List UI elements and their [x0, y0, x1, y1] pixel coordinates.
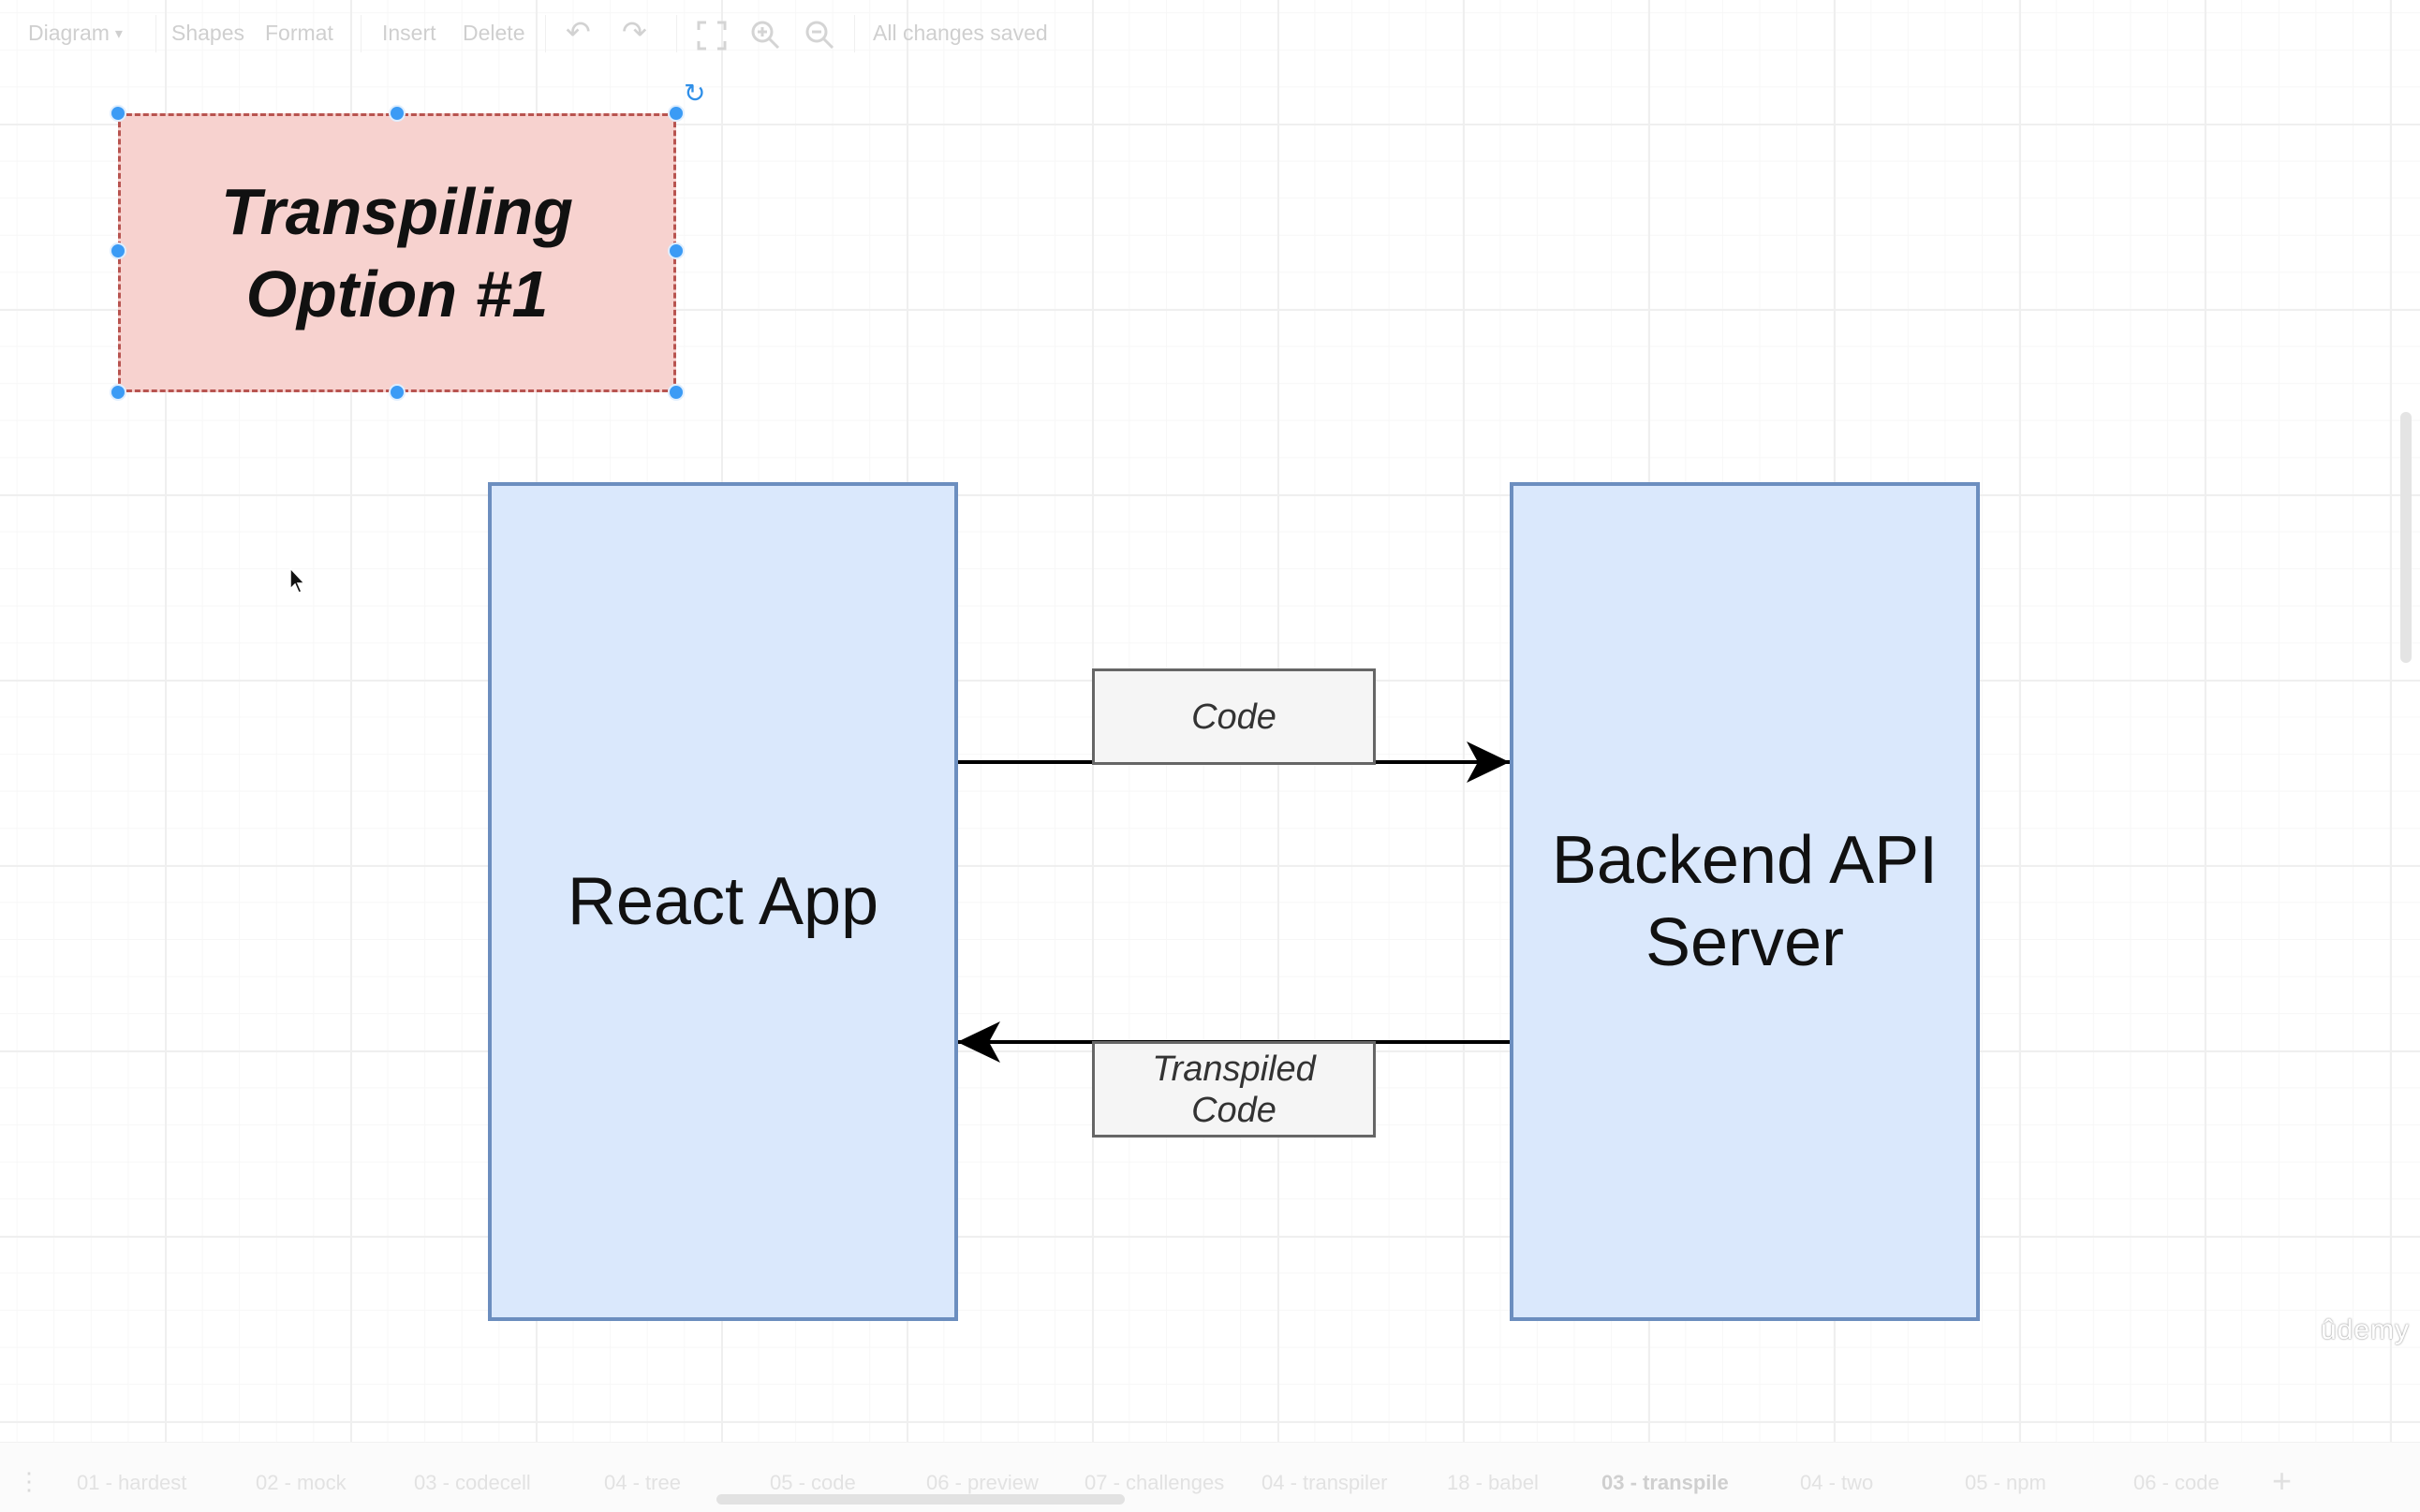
resize-handle-se[interactable] [668, 384, 685, 401]
page-tab[interactable]: 04 - two [1800, 1471, 1874, 1494]
zoom-out-icon[interactable] [804, 19, 835, 55]
udemy-watermark: ûdemy [2321, 1314, 2411, 1345]
react-app-label: React App [567, 864, 879, 939]
chevron-down-icon: ▾ [114, 25, 123, 42]
vertical-scrollbar[interactable] [2400, 412, 2412, 663]
transpiled-label-line-1: Transpiled [1152, 1049, 1316, 1089]
page-tab[interactable]: 05 - npm [1965, 1471, 2046, 1494]
backend-label-line-2: Server [1645, 905, 1845, 980]
toolbar-divider [155, 15, 156, 52]
page-tab[interactable]: 18 - babel [1447, 1471, 1539, 1494]
fullscreen-icon[interactable] [697, 21, 727, 55]
shapes-button[interactable]: Shapes [171, 21, 244, 46]
page-tab[interactable]: 03 - codecell [414, 1471, 531, 1494]
save-status-text: All changes saved [873, 21, 1048, 45]
page-tab[interactable]: 07 - challenges [1085, 1471, 1225, 1494]
toolbar: Diagram ▾ Shapes Format Insert Delete ↶ … [0, 0, 2420, 71]
add-page-icon[interactable]: + [2272, 1461, 2293, 1500]
insert-button[interactable]: Insert [382, 21, 436, 46]
mouse-cursor-icon [288, 566, 307, 599]
title-line-1: Transpiling [221, 175, 573, 248]
toolbar-divider [676, 15, 677, 52]
page-tab[interactable]: 04 - tree [604, 1471, 681, 1494]
resize-handle-w[interactable] [110, 242, 126, 259]
delete-button-label: Delete [463, 21, 525, 45]
transpiled-label-line-2: Code [1191, 1090, 1276, 1130]
code-label[interactable]: Code [1092, 668, 1376, 765]
format-button[interactable]: Format [265, 21, 333, 46]
zoom-in-icon[interactable] [749, 19, 781, 55]
toolbar-divider [361, 15, 362, 52]
format-button-label: Format [265, 21, 333, 45]
delete-button[interactable]: Delete [463, 21, 524, 46]
resize-handle-nw[interactable] [110, 105, 126, 122]
title-line-2: Option #1 [245, 257, 549, 330]
save-status: All changes saved [873, 21, 1048, 46]
resize-handle-sw[interactable] [110, 384, 126, 401]
diagram-menu-label: Diagram [28, 21, 110, 45]
page-tab[interactable]: 01 - hardest [77, 1471, 187, 1494]
redo-icon[interactable]: ↷ [622, 15, 647, 49]
react-app-node[interactable]: React App [488, 482, 958, 1321]
page-tab[interactable]: 04 - transpiler [1262, 1471, 1388, 1494]
toolbar-divider [545, 15, 546, 52]
diagram-menu[interactable]: Diagram ▾ [28, 21, 123, 46]
page-tab-active[interactable]: 03 - transpile [1601, 1471, 1729, 1494]
pages-menu-icon[interactable]: ⋮ [17, 1467, 41, 1495]
insert-button-label: Insert [382, 21, 436, 45]
code-arrowhead [1467, 741, 1510, 783]
page-tab[interactable]: 05 - code [770, 1471, 856, 1494]
page-tab[interactable]: 06 - code [2133, 1471, 2220, 1494]
transpiled-arrowhead [957, 1021, 1000, 1063]
transpiled-code-label[interactable]: Transpiled Code [1092, 1041, 1376, 1138]
resize-handle-s[interactable] [389, 384, 406, 401]
horizontal-scrollbar[interactable] [716, 1494, 1125, 1505]
undo-icon[interactable]: ↶ [566, 15, 591, 49]
page-tab[interactable]: 02 - mock [256, 1471, 347, 1494]
rotate-handle-icon[interactable]: ↻ [684, 79, 706, 108]
toolbar-divider [854, 15, 855, 52]
page-tab-bar: ⋮ 01 - hardest 02 - mock 03 - codecell 0… [0, 1442, 2420, 1512]
shapes-button-label: Shapes [171, 21, 245, 45]
resize-handle-n[interactable] [389, 105, 406, 122]
resize-handle-ne[interactable] [668, 105, 685, 122]
backend-label-line-1: Backend API [1551, 823, 1939, 898]
resize-handle-e[interactable] [668, 242, 685, 259]
backend-api-server-node[interactable]: Backend API Server [1510, 482, 1980, 1321]
code-label-text: Code [1191, 697, 1276, 737]
page-tab[interactable]: 06 - preview [926, 1471, 1039, 1494]
